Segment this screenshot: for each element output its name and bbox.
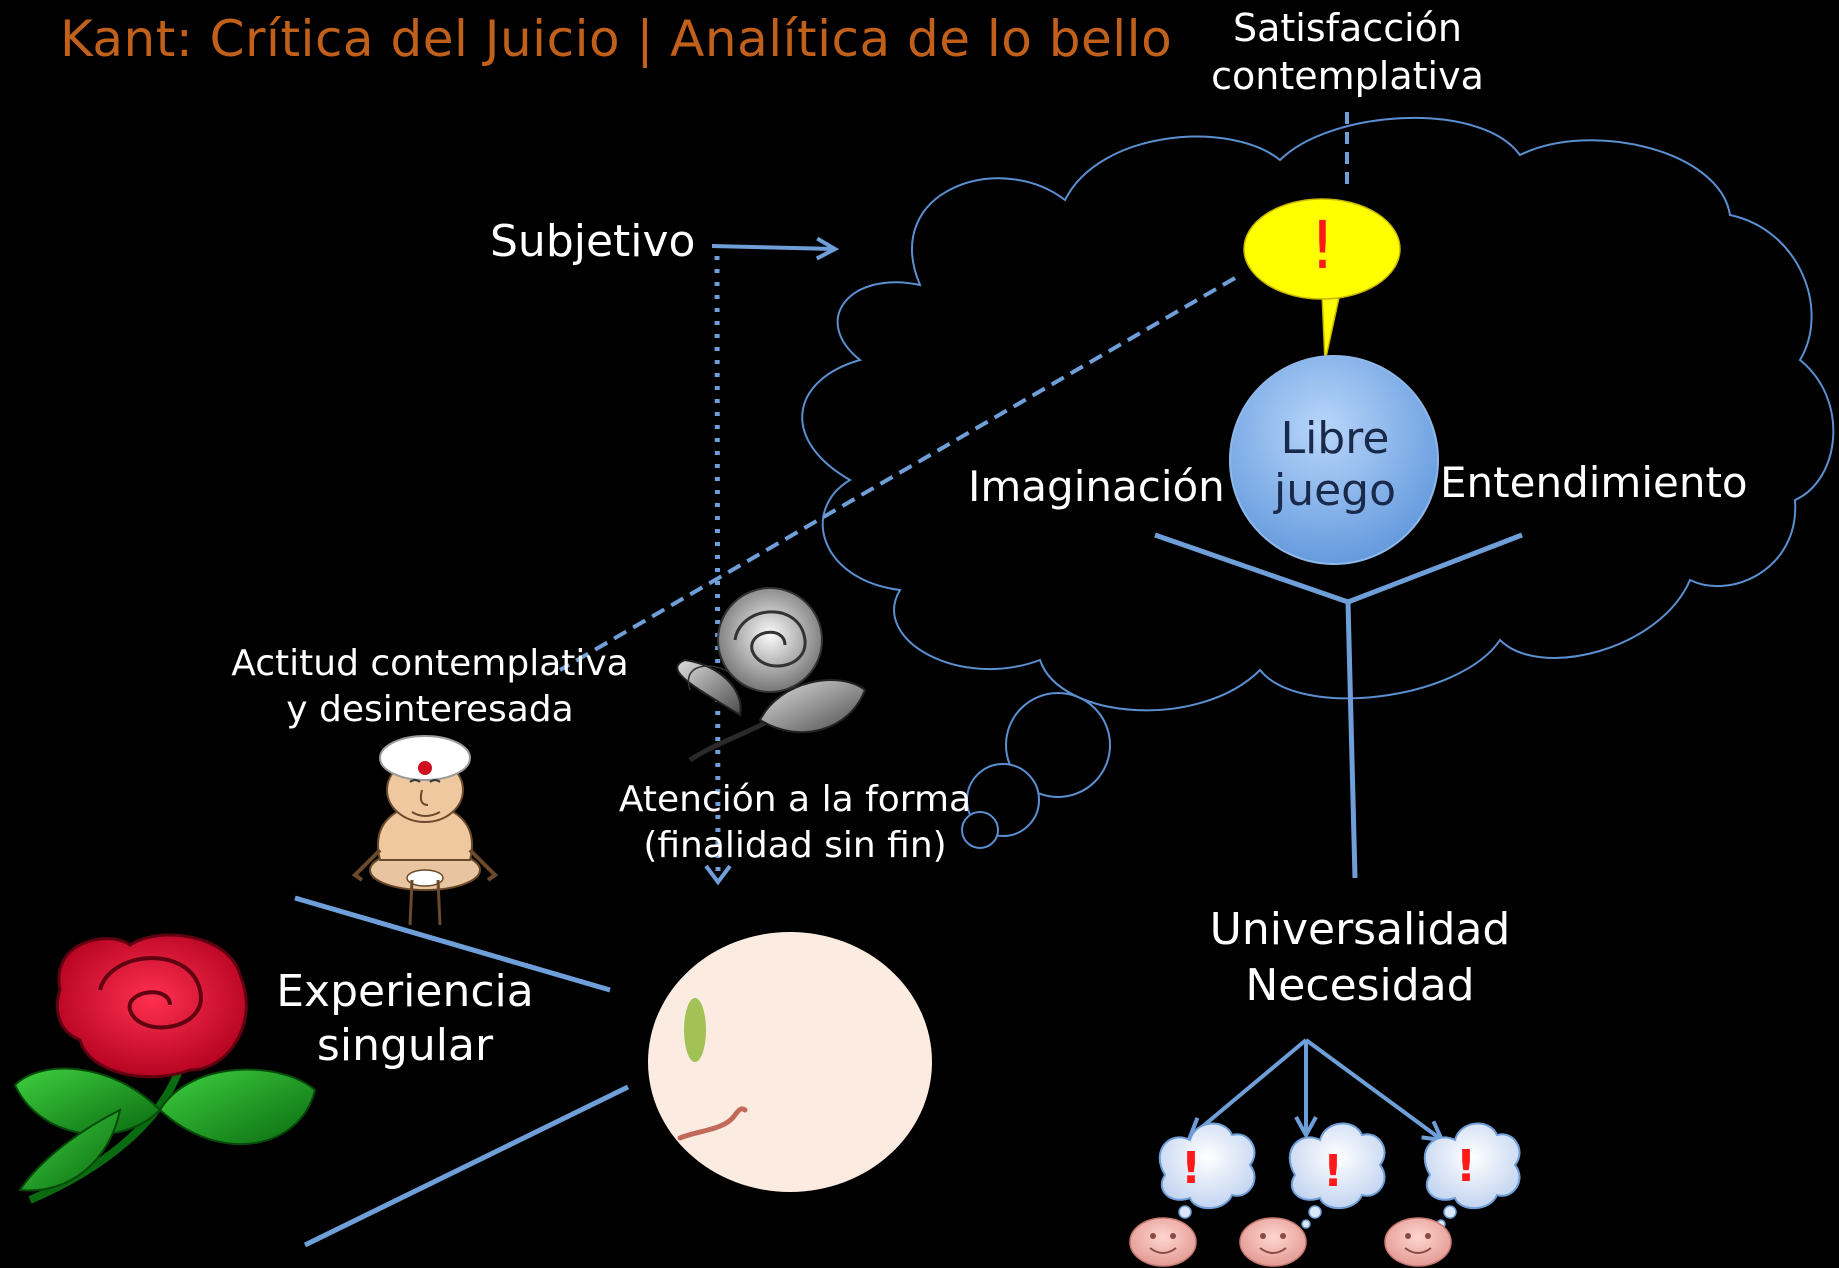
face-profile xyxy=(294,895,932,1248)
libre-juego-circle xyxy=(1229,355,1439,565)
satisfaccion-line1: Satisfacción xyxy=(1232,6,1462,50)
attitude-connector xyxy=(558,276,1237,672)
form-attention-arrowhead xyxy=(704,864,732,886)
universalidad-line: Universalidad xyxy=(1209,904,1511,955)
entendimiento-label: Entendimiento xyxy=(1440,458,1748,507)
libre-line2: juego xyxy=(1273,465,1397,517)
experiencia-label: Experiencia singular xyxy=(270,966,540,1072)
actitud-line2: y desinteresada xyxy=(286,688,574,730)
experiencia-line1: Experiencia xyxy=(276,966,534,1017)
atencion-line1: Atención a la forma xyxy=(618,779,972,820)
small-cloud-1-exclamation: ! xyxy=(1180,1143,1202,1194)
subjetivo-label: Subjetivo xyxy=(490,216,696,267)
libre-juego-label: Libre juego xyxy=(1240,413,1430,517)
small-cloud-2-icon xyxy=(1288,1122,1386,1229)
satisfaction-bubble xyxy=(1243,198,1401,363)
satisfaccion-label: Satisfacción contemplativa xyxy=(1205,6,1490,98)
smiley-3-icon xyxy=(1384,1217,1452,1267)
actitud-line1: Actitud contemplativa xyxy=(231,643,629,684)
universal-arrows xyxy=(1190,1038,1442,1140)
smiley-1-icon xyxy=(1129,1217,1197,1267)
small-cloud-3-exclamation: ! xyxy=(1455,1141,1477,1192)
red-rose-icon xyxy=(13,933,317,1204)
smiley-2-icon xyxy=(1239,1217,1307,1267)
universalidad-label: Universalidad Necesidad xyxy=(1190,904,1530,1012)
imaginacion-label: Imaginación xyxy=(968,462,1225,511)
satisfaccion-line2: contemplativa xyxy=(1211,53,1484,98)
small-cloud-1-icon xyxy=(1158,1122,1256,1229)
gray-rose-icon xyxy=(676,587,867,763)
libre-exclamation: ! xyxy=(1309,207,1336,284)
y-connector xyxy=(1154,532,1523,879)
small-cloud-2-exclamation: ! xyxy=(1322,1146,1344,1197)
atencion-label: Atención a la forma (finalidad sin fin) xyxy=(610,780,980,865)
atencion-line2: (finalidad sin fin) xyxy=(643,824,947,866)
meditating-guru-icon xyxy=(351,735,499,926)
slide-title: Kant: Crítica del Juicio | Analítica de … xyxy=(60,10,1173,68)
subjetivo-arrow xyxy=(711,246,835,249)
actitud-label: Actitud contemplativa y desinteresada xyxy=(225,644,635,729)
libre-line1: Libre xyxy=(1280,413,1390,464)
necesidad-line: Necesidad xyxy=(1245,960,1475,1012)
experiencia-line2: singular xyxy=(316,1020,494,1072)
